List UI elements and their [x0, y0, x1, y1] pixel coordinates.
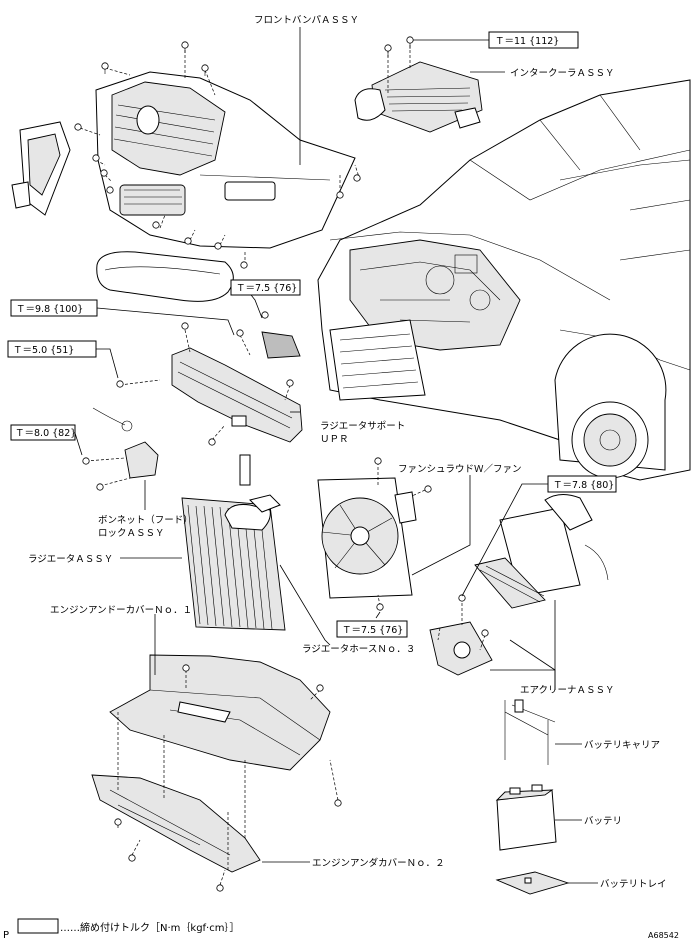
- bolt-icon: [182, 664, 190, 672]
- bolt-icon: [101, 62, 109, 74]
- svg-text:Ｔ＝9.8 {100}: Ｔ＝9.8 {100}: [16, 304, 83, 315]
- air-cleaner-assembly: [429, 494, 609, 676]
- intercooler-assembly: [354, 61, 483, 133]
- bolt-icon: [181, 322, 189, 330]
- svg-text:Ｔ＝8.0 {82}: Ｔ＝8.0 {82}: [15, 428, 76, 439]
- bolt-icon: [376, 603, 384, 611]
- bolt-icon: [82, 457, 90, 465]
- page-marker: P: [3, 930, 9, 941]
- bolt-icon: [201, 64, 209, 76]
- torque-spec-support-bolt: Ｔ＝5.0 {51}: [7, 340, 97, 358]
- bolt-icon: [424, 485, 432, 493]
- label-engine-under-cover-no1: エンジンアンドーカバーＮｏ．１: [50, 605, 192, 616]
- engine-under-cover-no2: [91, 774, 261, 873]
- torque-spec-air-cleaner: Ｔ＝7.8 {80}: [547, 475, 617, 493]
- bolt-icon: [236, 329, 244, 337]
- label-battery-tray: バッテリトレイ: [600, 879, 667, 890]
- label-radiator: ラジエータＡＳＳＹ: [28, 554, 113, 565]
- label-radiator-hose: ラジエータホースＮｏ．３: [302, 644, 415, 655]
- torque-spec-hood-lock: Ｔ＝8.0 {82}: [10, 424, 76, 441]
- figure-id: A68542: [648, 931, 679, 940]
- bolt-icon: [96, 483, 104, 491]
- bolt-icon: [184, 237, 192, 245]
- bolt-icon: [100, 169, 108, 177]
- label-hood-lock-line2: ロックＡＳＳＹ: [98, 528, 165, 539]
- torque-legend: ……締め付けトルク［N·m｛kgf·cm｝］: [17, 918, 239, 934]
- torque-spec-bumper-bracket: Ｔ＝9.8 {100}: [10, 299, 98, 317]
- bolt-icon: [384, 44, 392, 57]
- label-engine-under-cover-no2: エンジンアンダカバーＮｏ．２: [312, 857, 445, 869]
- bolt-icon: [208, 438, 216, 446]
- bolt-icon: [106, 186, 114, 194]
- label-radiator-support-line1: ラジエータサポート: [320, 421, 405, 432]
- leader-lines: [74, 27, 598, 884]
- bolt-icon: [128, 854, 136, 862]
- bolt-icon: [336, 191, 344, 199]
- legend-box-icon: [17, 918, 59, 934]
- vehicle-outline: [317, 79, 691, 481]
- bolt-icon: [261, 311, 269, 319]
- battery-carrier: [504, 699, 556, 765]
- label-fan-shroud: ファンシュラウドＷ／ファン: [398, 464, 522, 475]
- radiator-support-upr: [92, 331, 303, 486]
- svg-text:Ｔ＝7.8 {80}: Ｔ＝7.8 {80}: [553, 480, 614, 491]
- bolt-icon: [116, 380, 124, 388]
- svg-text:Ｔ＝11 {112}: Ｔ＝11 {112}: [495, 36, 559, 47]
- bolt-icon: [406, 36, 414, 49]
- bolt-icon: [458, 594, 466, 602]
- bolt-icon: [334, 799, 342, 807]
- label-intercooler: インタークーラＡＳＳＹ: [510, 68, 615, 79]
- bolt-icon: [114, 818, 122, 826]
- svg-text:Ｔ＝7.5 {76}: Ｔ＝7.5 {76}: [236, 283, 297, 294]
- bolt-icon: [92, 154, 100, 162]
- bolts: [74, 36, 489, 892]
- battery: [495, 784, 557, 851]
- radiator-assembly: [181, 494, 286, 631]
- engine-under-cover-no1: [109, 654, 331, 771]
- label-battery-carrier: バッテリキャリア: [584, 740, 660, 751]
- svg-text:Ｔ＝7.5 {76}: Ｔ＝7.5 {76}: [342, 625, 403, 636]
- bolt-icon: [316, 684, 324, 692]
- svg-text:Ｔ＝5.0 {51}: Ｔ＝5.0 {51}: [13, 345, 74, 356]
- bolt-icon: [214, 242, 222, 250]
- bolt-icon: [216, 884, 224, 892]
- label-air-cleaner: エアクリーナＡＳＳＹ: [520, 685, 615, 696]
- torque-spec-support-bracket: Ｔ＝7.5 {76}: [230, 279, 301, 296]
- bolt-icon: [181, 41, 189, 53]
- bolt-icon: [374, 457, 382, 465]
- bolt-icon: [152, 221, 160, 229]
- fan-shroud-with-fan: [317, 477, 417, 599]
- bolt-icon: [286, 379, 294, 387]
- bolt-icon: [74, 123, 82, 131]
- bolt-icon: [353, 174, 361, 182]
- bolt-icon: [240, 261, 248, 269]
- torque-spec-fan-shroud: Ｔ＝7.5 {76}: [336, 620, 408, 638]
- label-front-bumper: フロントバンパＡＳＳＹ: [254, 15, 359, 26]
- battery-tray: [495, 871, 570, 895]
- bolt-icon: [481, 629, 489, 637]
- label-battery: バッテリ: [584, 816, 622, 827]
- front-bumper-assembly: [11, 71, 356, 302]
- label-radiator-support-line2: ＵＰＲ: [320, 434, 349, 445]
- label-hood-lock-line1: ボンネット（フード）: [98, 514, 193, 526]
- legend-text: ……締め付けトルク［N·m｛kgf·cm｝］: [60, 921, 239, 934]
- torque-spec-intercooler: Ｔ＝11 {112}: [488, 31, 579, 49]
